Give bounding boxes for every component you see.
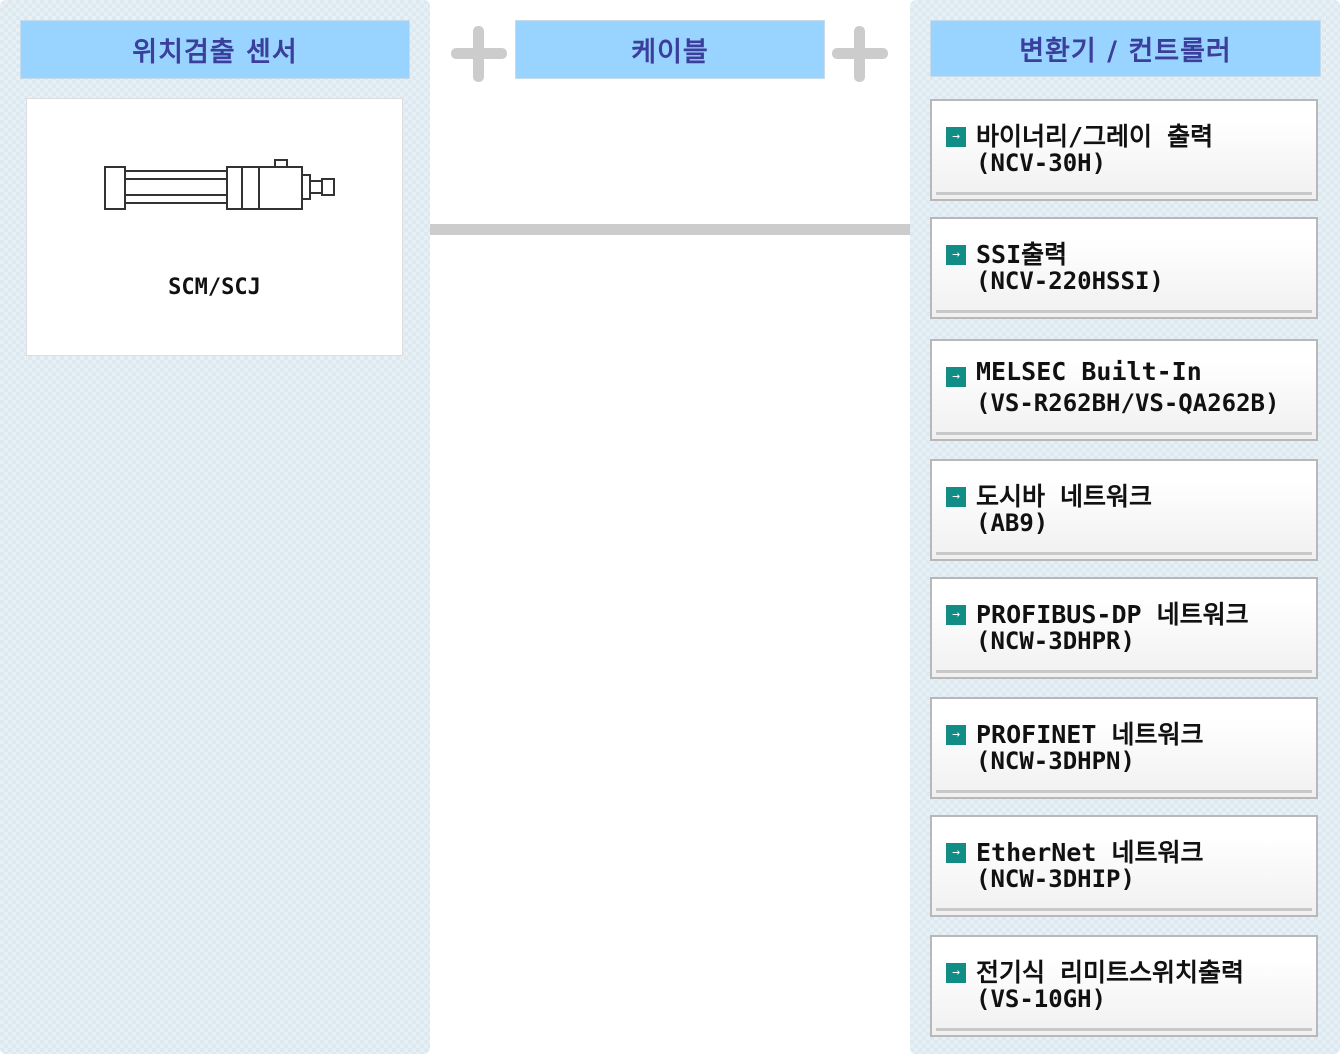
- cable-bar: [430, 224, 910, 235]
- arrow-icon: →: [946, 963, 966, 983]
- converter-card[interactable]: → MELSEC Built-In (VS-R262BH/VS-QA262B): [930, 339, 1318, 441]
- converter-card[interactable]: → SSI출력 (NCV-220HSSI): [930, 217, 1318, 319]
- card-inner: [936, 345, 1312, 435]
- card-inner: [936, 821, 1312, 911]
- arrow-icon: →: [946, 487, 966, 507]
- card-model: (NCW-3DHPN): [976, 747, 1135, 775]
- card-title: MELSEC Built-In: [976, 357, 1202, 386]
- card-inner: [936, 223, 1312, 313]
- arrow-icon: →: [946, 605, 966, 625]
- card-inner: [936, 105, 1312, 195]
- card-title: SSI출력: [976, 240, 1068, 269]
- card-title: PROFIBUS-DP 네트워크: [976, 600, 1249, 629]
- plus-icon: [832, 26, 888, 82]
- card-title: PROFINET 네트워크: [976, 720, 1204, 749]
- card-title: 전기식 리미트스위치출력: [976, 958, 1245, 987]
- arrow-icon: →: [946, 367, 966, 387]
- card-inner: [936, 941, 1312, 1031]
- converter-card[interactable]: → PROFIBUS-DP 네트워크 (NCW-3DHPR): [930, 577, 1318, 679]
- card-title: EtherNet 네트워크: [976, 838, 1204, 867]
- product-card-scm-scj[interactable]: SCM/SCJ: [26, 98, 403, 356]
- card-inner: [936, 465, 1312, 555]
- card-model: (AB9): [976, 509, 1049, 537]
- converter-card[interactable]: → PROFINET 네트워크 (NCW-3DHPN): [930, 697, 1318, 799]
- arrow-icon: →: [946, 245, 966, 265]
- converter-card[interactable]: → EtherNet 네트워크 (NCW-3DHIP): [930, 815, 1318, 917]
- converter-card[interactable]: → 바이너리/그레이 출력 (NCV-30H): [930, 99, 1318, 201]
- card-model: (NCV-30H): [976, 149, 1107, 177]
- cylinder-image: [104, 159, 335, 210]
- card-model: (NCW-3DHPR): [976, 627, 1135, 655]
- card-title: 도시바 네트워크: [976, 482, 1153, 511]
- product-label: SCM/SCJ: [168, 275, 261, 300]
- plus-icon: [451, 26, 507, 82]
- card-title: 바이너리/그레이 출력: [976, 122, 1214, 151]
- card-inner: [936, 703, 1312, 793]
- sensor-header: 위치검출 센서: [20, 20, 410, 79]
- card-model: (VS-10GH): [976, 985, 1107, 1013]
- converter-header: 변환기 / 컨트롤러: [930, 20, 1321, 77]
- arrow-icon: →: [946, 127, 966, 147]
- card-model: (VS-R262BH/VS-QA262B): [976, 389, 1280, 417]
- arrow-icon: →: [946, 725, 966, 745]
- card-inner: [936, 583, 1312, 673]
- arrow-icon: →: [946, 843, 966, 863]
- converter-card[interactable]: → 전기식 리미트스위치출력 (VS-10GH): [930, 935, 1318, 1037]
- converter-card[interactable]: → 도시바 네트워크 (AB9): [930, 459, 1318, 561]
- card-model: (NCW-3DHIP): [976, 865, 1135, 893]
- card-model: (NCV-220HSSI): [976, 267, 1164, 295]
- cable-header: 케이블: [515, 20, 825, 79]
